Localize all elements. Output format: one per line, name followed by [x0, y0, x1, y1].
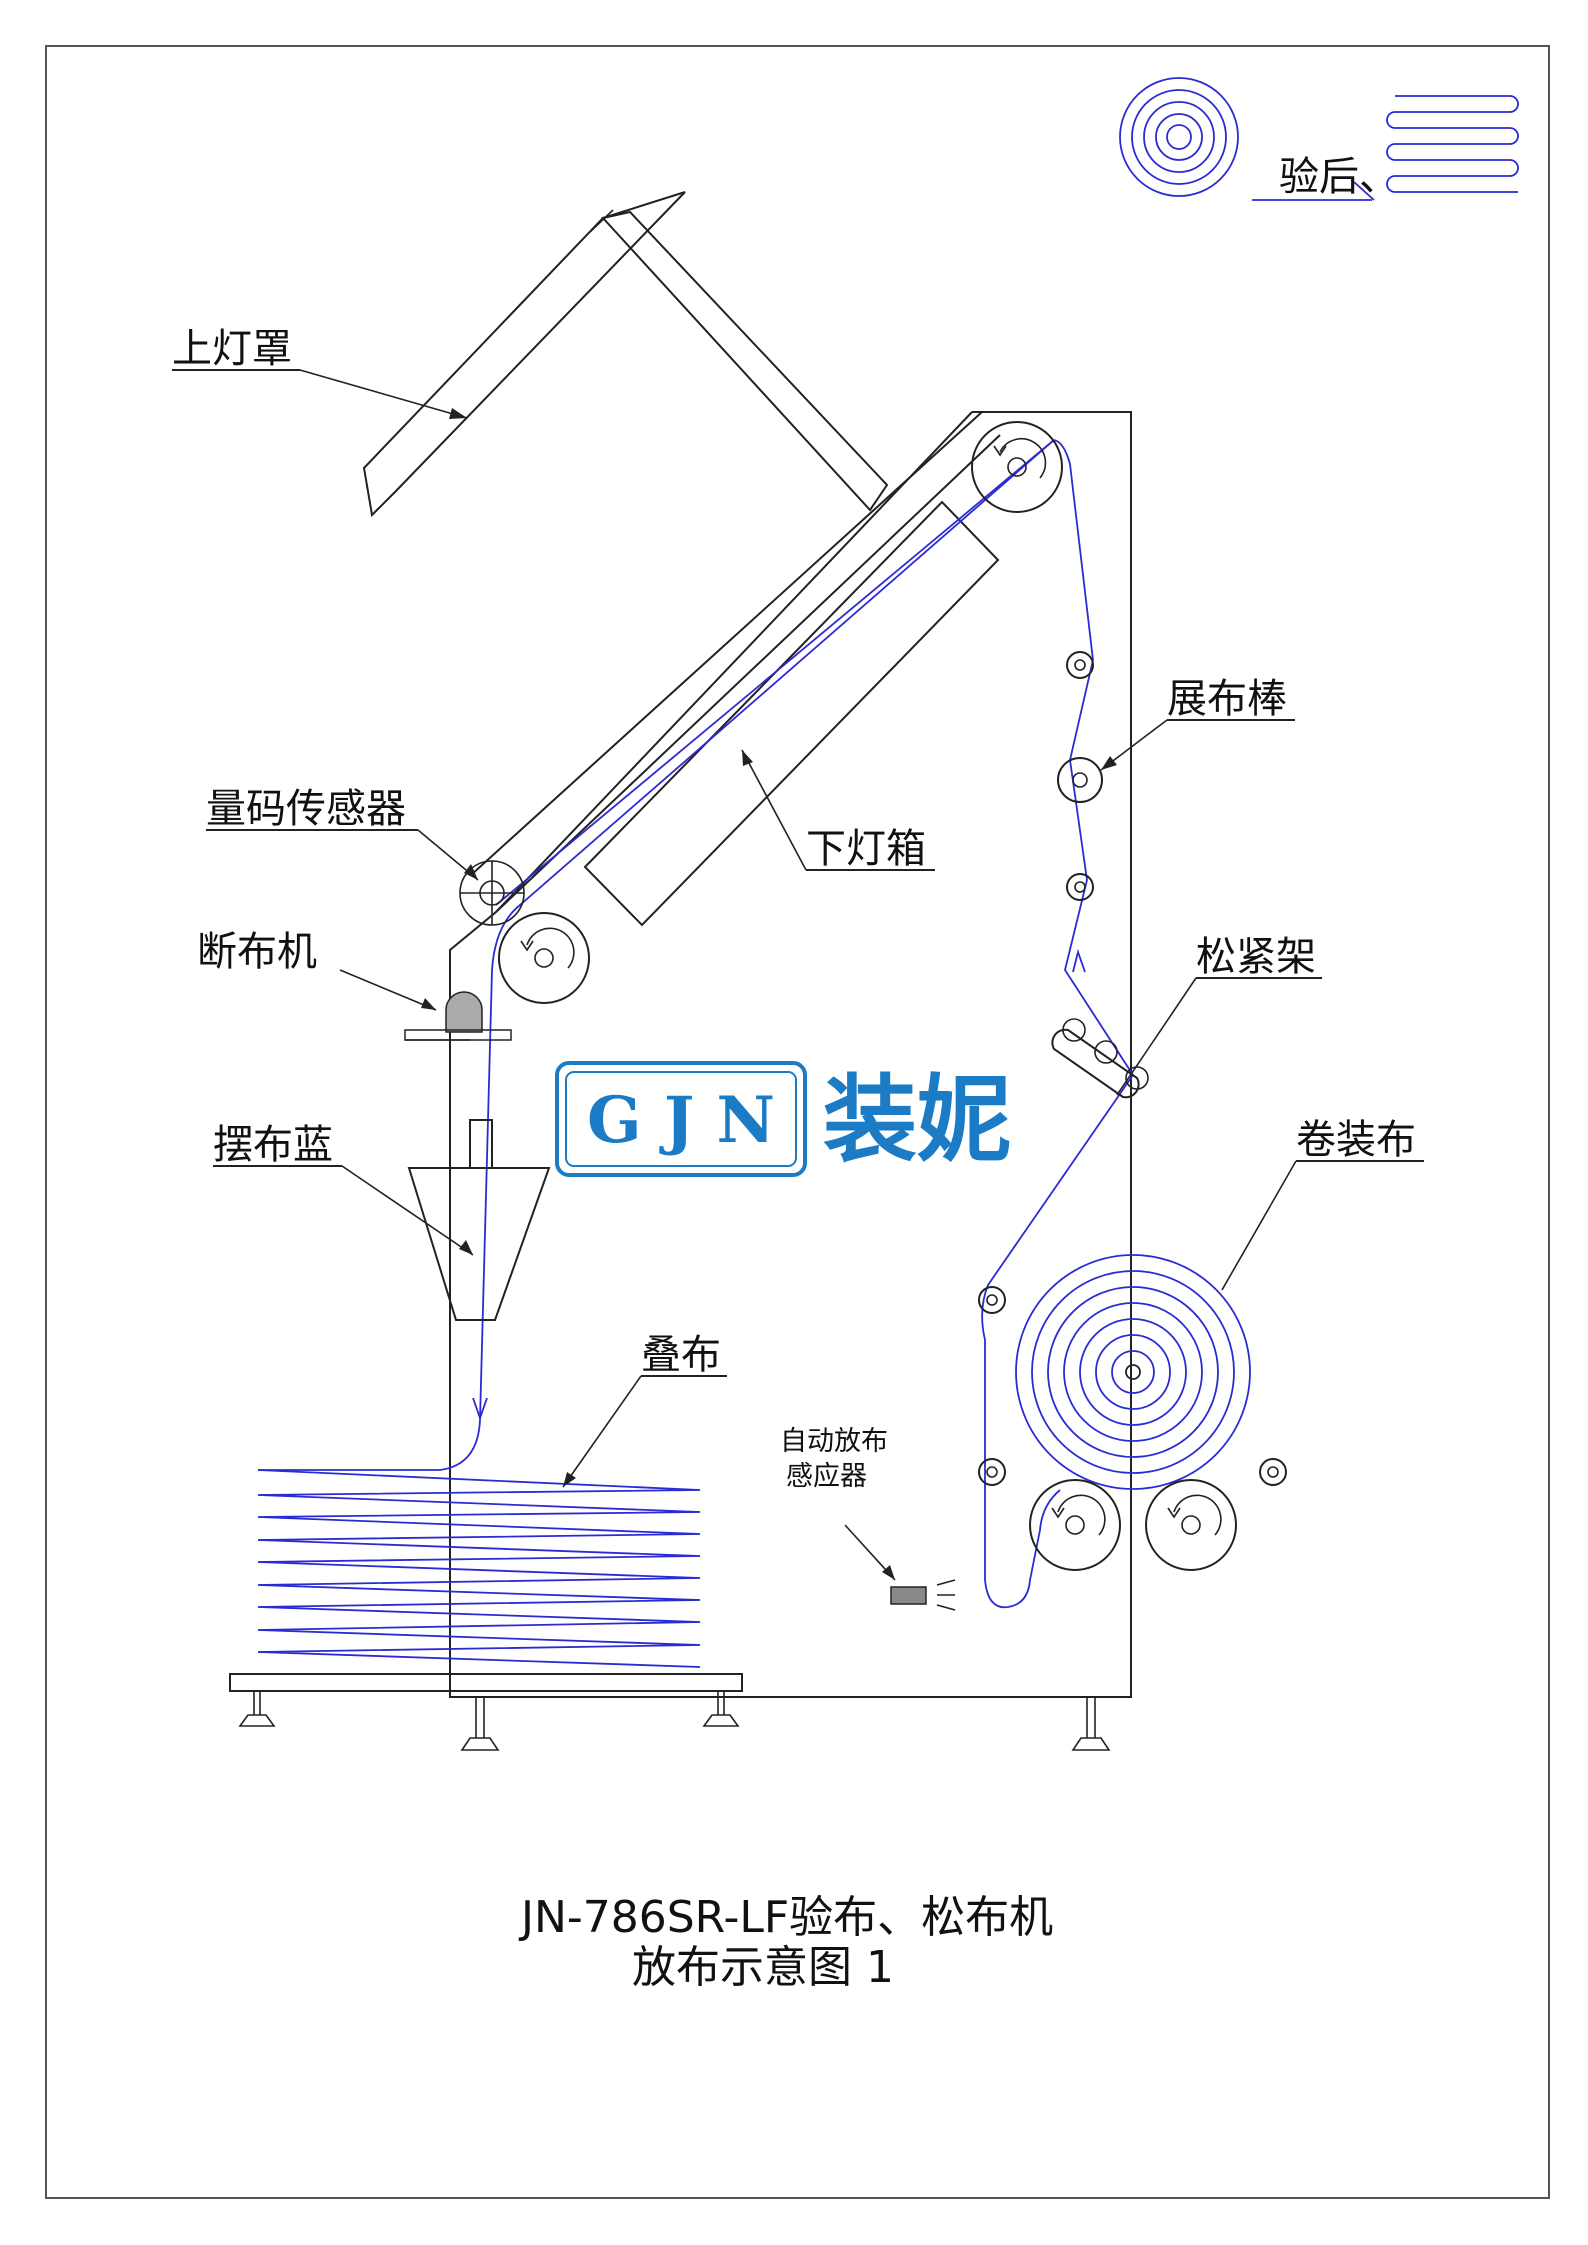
- label-folded-cloth: 叠布: [562, 1332, 727, 1488]
- cloth-cutter: [404, 991, 512, 1041]
- gjn-logo: G J N 装妮: [555, 1061, 1011, 1177]
- rolled-cloth: [1015, 1254, 1251, 1490]
- label-spreader-bar: 展布棒: [1100, 676, 1295, 771]
- spreader-bar-label: 展布棒: [1167, 676, 1287, 722]
- cloth-cutter-label: 断布机: [197, 929, 317, 975]
- label-tension-frame: 松紧架: [1116, 934, 1322, 1096]
- logo-latin-text: G J N: [587, 1083, 775, 1158]
- label-rolled-cloth: 卷装布: [1221, 1117, 1424, 1291]
- label-auto-release-sensor: 自动放布 感应器: [780, 1426, 896, 1581]
- caption: JN-786SR-LF验布、松布机 放布示意图 1: [518, 1892, 1053, 1993]
- label-swing-basket: 摆布蓝: [213, 1122, 474, 1256]
- roll-icon: [1119, 77, 1239, 197]
- page-border: [45, 45, 1550, 2199]
- label-upper-lamp-cover: 上灯罩: [172, 326, 468, 419]
- folded-cloth-stack: [257, 1469, 701, 1668]
- label-meter-sensor: 量码传感器: [206, 786, 479, 881]
- tension-frame: [1051, 1018, 1149, 1099]
- guide-rollers: [978, 1286, 1287, 1486]
- machine-frame: [449, 411, 1132, 1698]
- spreader-bars: [1057, 651, 1103, 901]
- upper-lamp-cover-label: 上灯罩: [172, 326, 292, 372]
- label-cloth-cutter: 断布机: [197, 929, 437, 1011]
- bottom-drive-rollers: [1029, 1479, 1237, 1571]
- lower-light-box: [583, 500, 1000, 927]
- after-inspection-label: 验后、: [1279, 154, 1399, 200]
- after-inspection-legend: 验后、: [1119, 77, 1519, 201]
- auto-release-sensor-label-line2: 感应器: [786, 1461, 867, 1492]
- swing-basket: [407, 1119, 551, 1321]
- auto-release-sensor: [890, 1579, 956, 1611]
- upper-lamp-cover: [362, 191, 889, 518]
- logo-chinese-text: 装妮: [823, 1066, 1011, 1175]
- swing-basket-label: 摆布蓝: [213, 1122, 333, 1168]
- auto-release-sensor-label-line1: 自动放布: [780, 1426, 888, 1457]
- tension-frame-label: 松紧架: [1196, 934, 1316, 980]
- lower-drive-roller: [498, 912, 590, 1004]
- meter-sensor-label: 量码传感器: [206, 786, 406, 832]
- caption-line2: 放布示意图 1: [632, 1942, 894, 1993]
- folded-cloth-label: 叠布: [641, 1332, 721, 1378]
- lower-light-box-label: 下灯箱: [806, 826, 926, 872]
- base-and-feet: [229, 1673, 1111, 1751]
- label-lower-light-box: 下灯箱: [741, 749, 935, 872]
- folded-layers-icon: [1252, 95, 1519, 201]
- rolled-cloth-label: 卷装布: [1296, 1117, 1416, 1163]
- top-drive-roller: [971, 421, 1063, 513]
- meter-sensor-wheel: [459, 860, 525, 926]
- fabric-path: [258, 439, 1135, 1609]
- caption-line1: JN-786SR-LF验布、松布机: [518, 1892, 1053, 1943]
